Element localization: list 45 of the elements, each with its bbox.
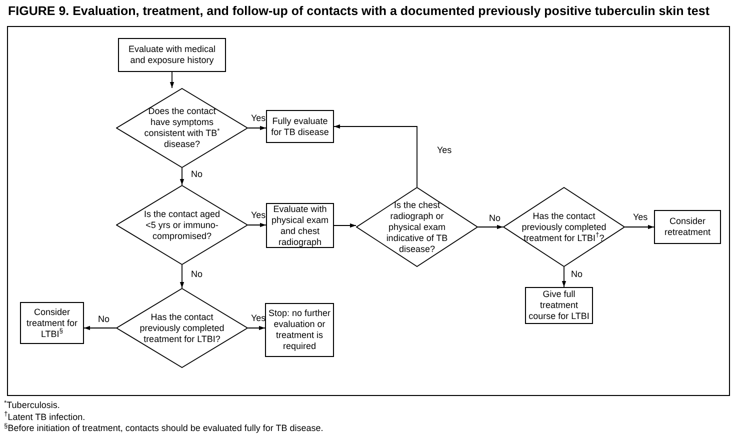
step-text: Stop: no further evaluation or treatment is required	[268, 308, 331, 352]
question-text: Is the contact aged <5 yrs or immuno-compromised?	[142, 208, 222, 242]
edge-label: Yes	[632, 213, 649, 222]
arrow	[180, 264, 184, 288]
arrow	[180, 168, 184, 186]
decision-diamond	[356, 187, 478, 267]
edge-label: Yes	[436, 146, 453, 155]
decision-diamond	[116, 185, 248, 265]
step-text: Consider treatment for LTBI$^{§}$	[25, 306, 79, 340]
edge-label: No	[190, 270, 204, 279]
decision-diamond	[503, 187, 625, 267]
decision-diamond	[116, 88, 248, 168]
footnote: $^{†}$Latent TB infection.	[4, 412, 86, 423]
step-text: Give full treatment course for LTBI	[528, 289, 590, 322]
arrow	[334, 223, 356, 228]
arrow	[624, 224, 654, 230]
footnote: $^{§}$Before initiation of treatment, contacts should be evaluated fully for TB disease.	[4, 423, 324, 434]
question-text: Has the contact previously completed treatment for LTBI$^{†}$?	[520, 210, 608, 244]
process-box	[266, 110, 334, 143]
arrow	[84, 326, 116, 330]
footnote: $^{*}$Tuberculosis.	[4, 400, 61, 411]
edge-label: Yes	[250, 211, 267, 220]
arrow	[478, 224, 504, 230]
arrow	[248, 222, 266, 228]
figure-title: FIGURE 9. Evaluation, treatment, and follow-up of contacts with a documented previously positive tuberculin skin test	[8, 4, 710, 20]
step-text: Evaluate with physical exam and chest radiograph	[270, 204, 330, 248]
step-text: Consider retreatment	[663, 216, 712, 238]
arrow	[170, 72, 174, 88]
arrow	[248, 126, 266, 130]
step-text: Fully evaluate for TB disease	[270, 116, 330, 138]
edge-label: No	[190, 170, 204, 179]
question-text: Does the contact have symptoms consistent with TB$^{*}$ disease?	[143, 106, 221, 150]
edge-label: No	[488, 214, 502, 223]
edge-label: Yes	[250, 114, 267, 123]
question-text: Is the chest radiograph or physical exam indicative of TB disease?	[385, 200, 449, 254]
process-box	[118, 38, 226, 72]
decision-diamond	[116, 288, 248, 368]
edge-label: No	[97, 315, 111, 324]
question-text: Has the contact previously completed treatment for LTBI?	[138, 312, 226, 344]
arrow	[334, 124, 418, 188]
edge-label: No	[570, 270, 584, 279]
arrow	[248, 326, 266, 330]
arrow	[562, 266, 566, 288]
step-text: Evaluate with medical and exposure history	[127, 44, 217, 66]
process-box	[654, 210, 721, 244]
